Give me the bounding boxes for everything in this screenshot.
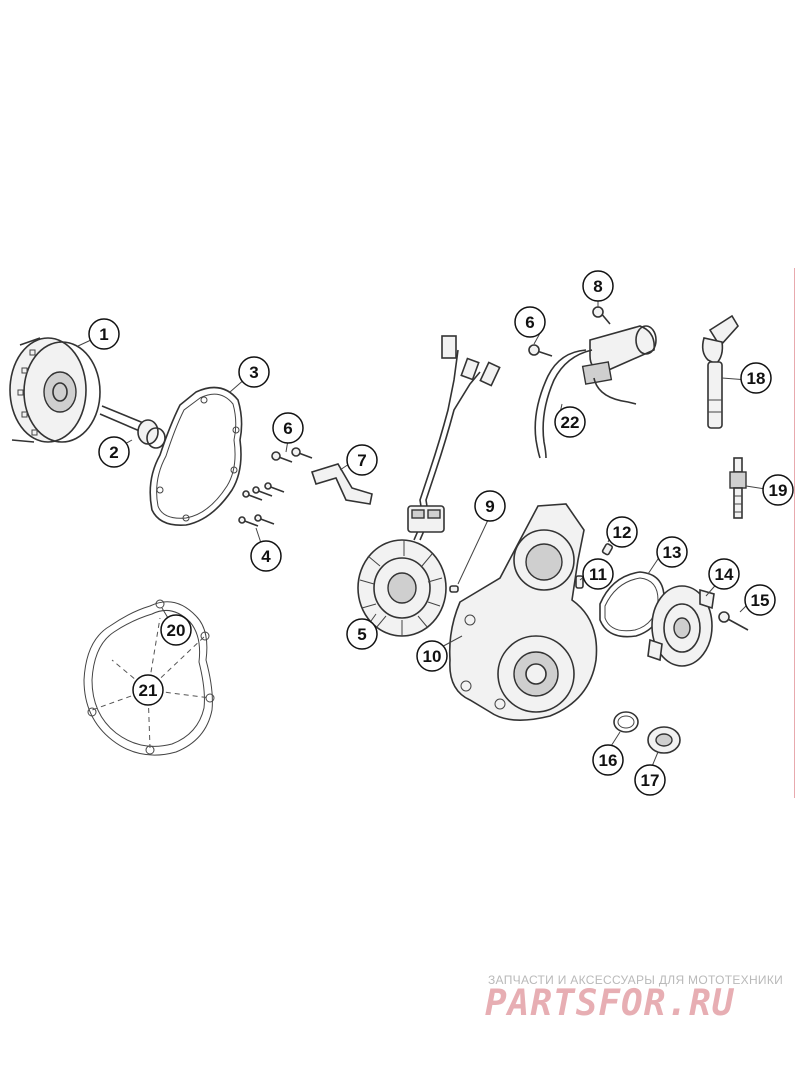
- watermark-caption: ЗАПЧАСТИ И АКСЕССУАРЫ ДЛЯ МОТОТЕХНИКИ: [488, 973, 784, 987]
- callout-2: 2: [98, 436, 130, 468]
- callout-20: 20: [160, 614, 192, 646]
- svg-text:17: 17: [641, 771, 660, 790]
- part-spark-plug-cap: [701, 314, 739, 429]
- callout-17: 17: [634, 764, 666, 796]
- svg-text:19: 19: [769, 481, 788, 500]
- svg-text:16: 16: [599, 751, 618, 770]
- callout-21: 21: [132, 674, 164, 706]
- callout-14: 14: [708, 558, 740, 590]
- callout-9: 9: [474, 490, 506, 522]
- svg-text:12: 12: [613, 523, 632, 542]
- svg-text:8: 8: [593, 277, 602, 296]
- part-bracket-screws: [271, 447, 313, 463]
- part-cover-screws: [238, 482, 285, 527]
- svg-text:13: 13: [663, 543, 682, 562]
- callout-7: 7: [346, 444, 378, 476]
- watermark-logo: PARTSFOR.RU: [485, 983, 735, 1024]
- svg-text:11: 11: [589, 565, 607, 584]
- callout-3: 3: [238, 356, 270, 388]
- svg-text:1: 1: [99, 325, 108, 344]
- callout-1: 1: [88, 318, 120, 350]
- callout-4: 4: [250, 540, 282, 572]
- part-o-ring: [613, 711, 639, 733]
- svg-text:4: 4: [261, 547, 271, 566]
- svg-text:6: 6: [525, 313, 534, 332]
- part-gasket-dashed: [83, 599, 215, 756]
- callout-16: 16: [592, 744, 624, 776]
- svg-text:7: 7: [357, 451, 366, 470]
- svg-text:18: 18: [747, 369, 766, 388]
- callout-5: 5: [346, 618, 378, 650]
- callout-18: 18: [740, 362, 772, 394]
- part-spark-plug: [729, 457, 747, 519]
- svg-text:20: 20: [167, 621, 186, 640]
- part-cable-bracket: [310, 463, 373, 505]
- part-ignition-coil: [534, 325, 657, 459]
- callout-10: 10: [416, 640, 448, 672]
- part-flywheel-rotor: [9, 337, 101, 443]
- part-plate-screw: [718, 611, 749, 631]
- svg-text:15: 15: [751, 591, 770, 610]
- callout-8: 8: [582, 270, 614, 302]
- svg-text:5: 5: [357, 625, 366, 644]
- part-plug-nut: [647, 726, 681, 754]
- callout-6b: 6: [514, 306, 546, 338]
- part-coil-screws: [528, 306, 611, 357]
- part-generator-cover: [448, 503, 598, 721]
- callout-6a: 6: [272, 412, 304, 444]
- part-cover-plate: [647, 585, 715, 667]
- svg-text:6: 6: [283, 419, 292, 438]
- part-stator: [357, 335, 501, 637]
- svg-text:9: 9: [485, 497, 494, 516]
- page-edge-line: [794, 268, 795, 798]
- callout-15: 15: [744, 584, 776, 616]
- callout-19: 19: [762, 474, 794, 506]
- callout-13: 13: [656, 536, 688, 568]
- svg-text:14: 14: [715, 565, 734, 584]
- part-cover-gasket: [149, 386, 243, 527]
- svg-text:10: 10: [423, 647, 442, 666]
- svg-text:2: 2: [109, 443, 118, 462]
- callout-12: 12: [606, 516, 638, 548]
- svg-text:3: 3: [249, 363, 258, 382]
- part-rotor-bolt: [99, 405, 166, 449]
- svg-text:22: 22: [561, 413, 580, 432]
- callout-11: 11: [582, 558, 614, 590]
- svg-text:21: 21: [139, 681, 158, 700]
- callout-22: 22: [554, 406, 586, 438]
